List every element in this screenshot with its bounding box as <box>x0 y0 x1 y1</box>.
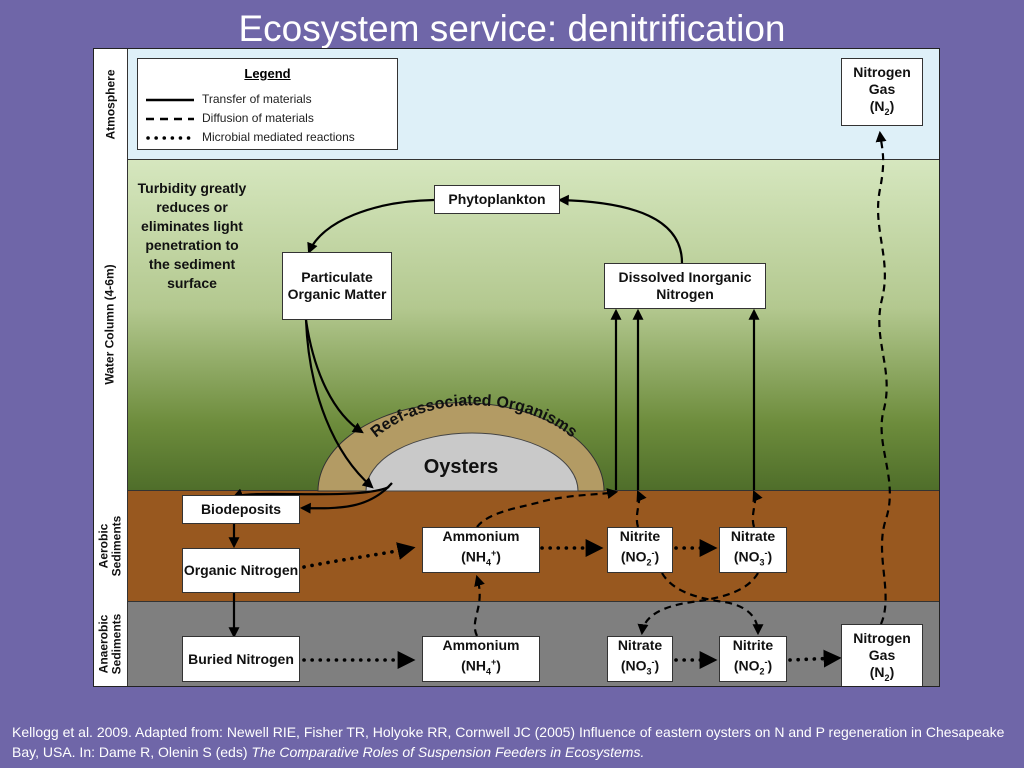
legend-dashed-row: Diffusion of materials <box>146 111 314 125</box>
legend: Legend Transfer of materials Diffusion o… <box>137 58 398 150</box>
legend-dotted-row: Microbial mediated reactions <box>146 130 355 144</box>
din-to-phytoplankton-arrow <box>557 194 684 264</box>
nitrite-aerobic-box: Nitrite (NO2-) <box>607 527 673 573</box>
organic-n-to-ammonium-reaction <box>302 542 416 569</box>
nitrogen-gas-sediment-box: Nitrogen Gas (N2) <box>841 624 923 686</box>
flow-diagram: Reef-associated Organisms Oysters <box>228 130 891 669</box>
particulate-organic-matter-box: Particulate Organic Matter <box>282 252 392 320</box>
citation-text: Kellogg et al. 2009. Adapted from: Newel… <box>12 724 1005 760</box>
n2-gas-diffusion-arrow <box>875 130 891 625</box>
dotted-microbial-arrows <box>302 539 842 669</box>
ammonium-aerobic-box: Ammonium (NH4+) <box>422 527 540 573</box>
citation-book-title: The Comparative Roles of Suspension Feed… <box>251 744 645 760</box>
solid-transfer-arrows <box>228 194 760 639</box>
ammonium-diffusion-arrow <box>476 488 619 528</box>
organic-nitrogen-box: Organic Nitrogen <box>182 548 300 593</box>
dashed-diffusion-arrows <box>473 130 891 637</box>
legend-title: Legend <box>244 66 291 81</box>
ammonium-anaerobic-box: Ammonium (NH4+) <box>422 636 540 682</box>
solid-line-icon <box>146 98 194 102</box>
nitrate-to-nitrite-ana-diffusion <box>637 572 759 636</box>
oyster-mound <box>365 432 579 492</box>
nitrate-aerobic-box: Nitrate (NO3-) <box>719 527 787 573</box>
dotted-line-icon <box>146 136 196 140</box>
citation: Kellogg et al. 2009. Adapted from: Newel… <box>12 722 1016 762</box>
pom-to-oysters-arrow <box>304 319 374 489</box>
nitrogen-gas-atmosphere-box: Nitrogen Gas (N2) <box>841 58 923 126</box>
oysters-to-biodeposits-arrow-2 <box>299 482 393 514</box>
band-label-column: Atmosphere Water Column (4-6m) Aerobic S… <box>94 49 128 686</box>
nitrite-to-n2-reaction <box>788 649 842 668</box>
buried-nitrogen-box: Buried Nitrogen <box>182 636 300 682</box>
nitrite-anaerobic-box: Nitrite (NO2-) <box>719 636 787 682</box>
biodeposits-box: Biodeposits <box>182 495 300 524</box>
legend-solid-row: Transfer of materials <box>146 92 312 106</box>
nitrate-diffusion-arrow <box>751 489 763 528</box>
phytoplankton-box: Phytoplankton <box>434 185 560 214</box>
oysters-label: Oysters <box>424 456 499 478</box>
nitrate-anaerobic-box: Nitrate (NO3-) <box>607 636 673 682</box>
pom-to-reef-arrow <box>304 319 364 434</box>
slide-title: Ecosystem service: denitrification <box>238 8 786 49</box>
nitrite-to-nitrate-ana-diffusion <box>661 572 764 636</box>
phytoplankton-to-pom-arrow <box>307 198 435 255</box>
ammonium-upward-diffusion-arrow <box>473 574 485 637</box>
turbidity-note: Turbidity greatly reduces or eliminates … <box>137 180 247 291</box>
band-divider <box>94 159 939 160</box>
dissolved-inorganic-nitrogen-box: Dissolved Inorganic Nitrogen <box>604 263 766 309</box>
nitrite-diffusion-arrow <box>635 489 647 528</box>
diagram-panel: Atmosphere Water Column (4-6m) Aerobic S… <box>93 48 940 687</box>
dashed-line-icon <box>146 117 194 121</box>
band-divider <box>94 601 939 602</box>
